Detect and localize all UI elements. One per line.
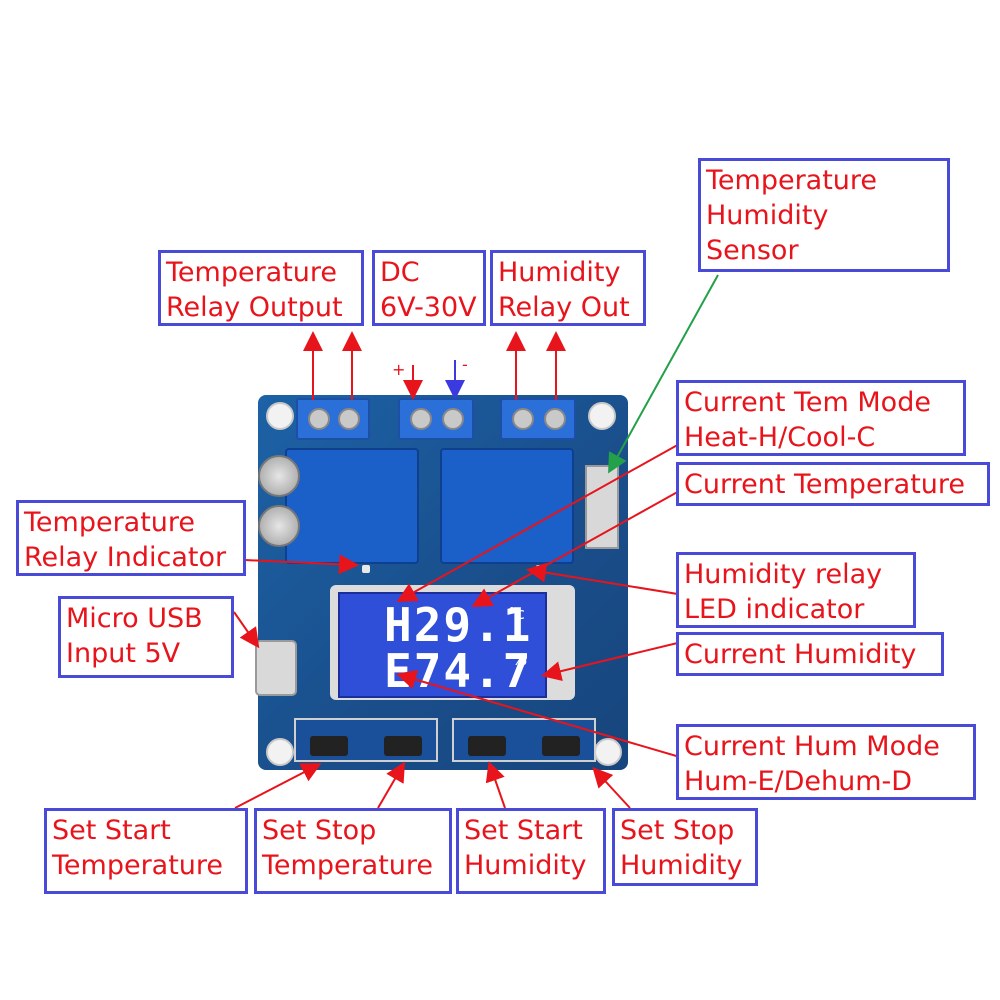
arrow-current-temp	[471, 484, 691, 607]
dc-minus-mark: -	[462, 355, 468, 374]
arrow-humidity-led	[526, 562, 691, 597]
mount-hole	[266, 738, 294, 766]
lcd-unit-percent: %	[512, 650, 528, 669]
arrow-sensor	[608, 274, 719, 474]
arrow-current-humidity	[541, 639, 691, 681]
lcd-unit-celsius: °c	[508, 604, 525, 623]
temp-relay-terminal	[296, 398, 370, 440]
set-start-temperature-button[interactable]	[310, 736, 348, 756]
dc-plus-mark: +	[392, 360, 406, 379]
capacitor	[258, 455, 300, 497]
set-stop-humidity-button[interactable]	[542, 736, 580, 756]
humidity-relay	[440, 448, 574, 564]
dc-power-terminal	[398, 398, 474, 440]
temperature-button-pad	[294, 718, 438, 762]
lcd-line-temperature: H29.1	[384, 598, 533, 652]
mount-hole	[588, 402, 616, 430]
micro-usb-port	[255, 640, 297, 696]
humidity-relay-terminal	[500, 398, 576, 440]
mount-hole	[266, 402, 294, 430]
arrow-set-stop-hum	[592, 767, 631, 809]
lcd-display: H29.1 °c E74.7 %	[338, 592, 547, 698]
set-stop-temperature-button[interactable]	[384, 736, 422, 756]
arrow-set-stop-temp	[377, 761, 406, 809]
temperature-relay	[285, 448, 419, 564]
arrow-tem-mode	[396, 437, 691, 602]
arrow-hum-mode	[396, 669, 691, 761]
arrow-temp-relay-indicator	[244, 554, 359, 575]
arrow-set-start-hum	[485, 761, 506, 809]
sensor-connector	[585, 465, 619, 549]
label-current-temperature: Current Temperature	[676, 462, 990, 506]
status-led	[362, 565, 370, 573]
arrow-set-start-temp	[234, 763, 322, 809]
arrow-micro-usb	[233, 611, 260, 649]
label-current-humidity: Current Humidity	[676, 632, 944, 676]
set-start-humidity-button[interactable]	[468, 736, 506, 756]
capacitor	[258, 505, 300, 547]
